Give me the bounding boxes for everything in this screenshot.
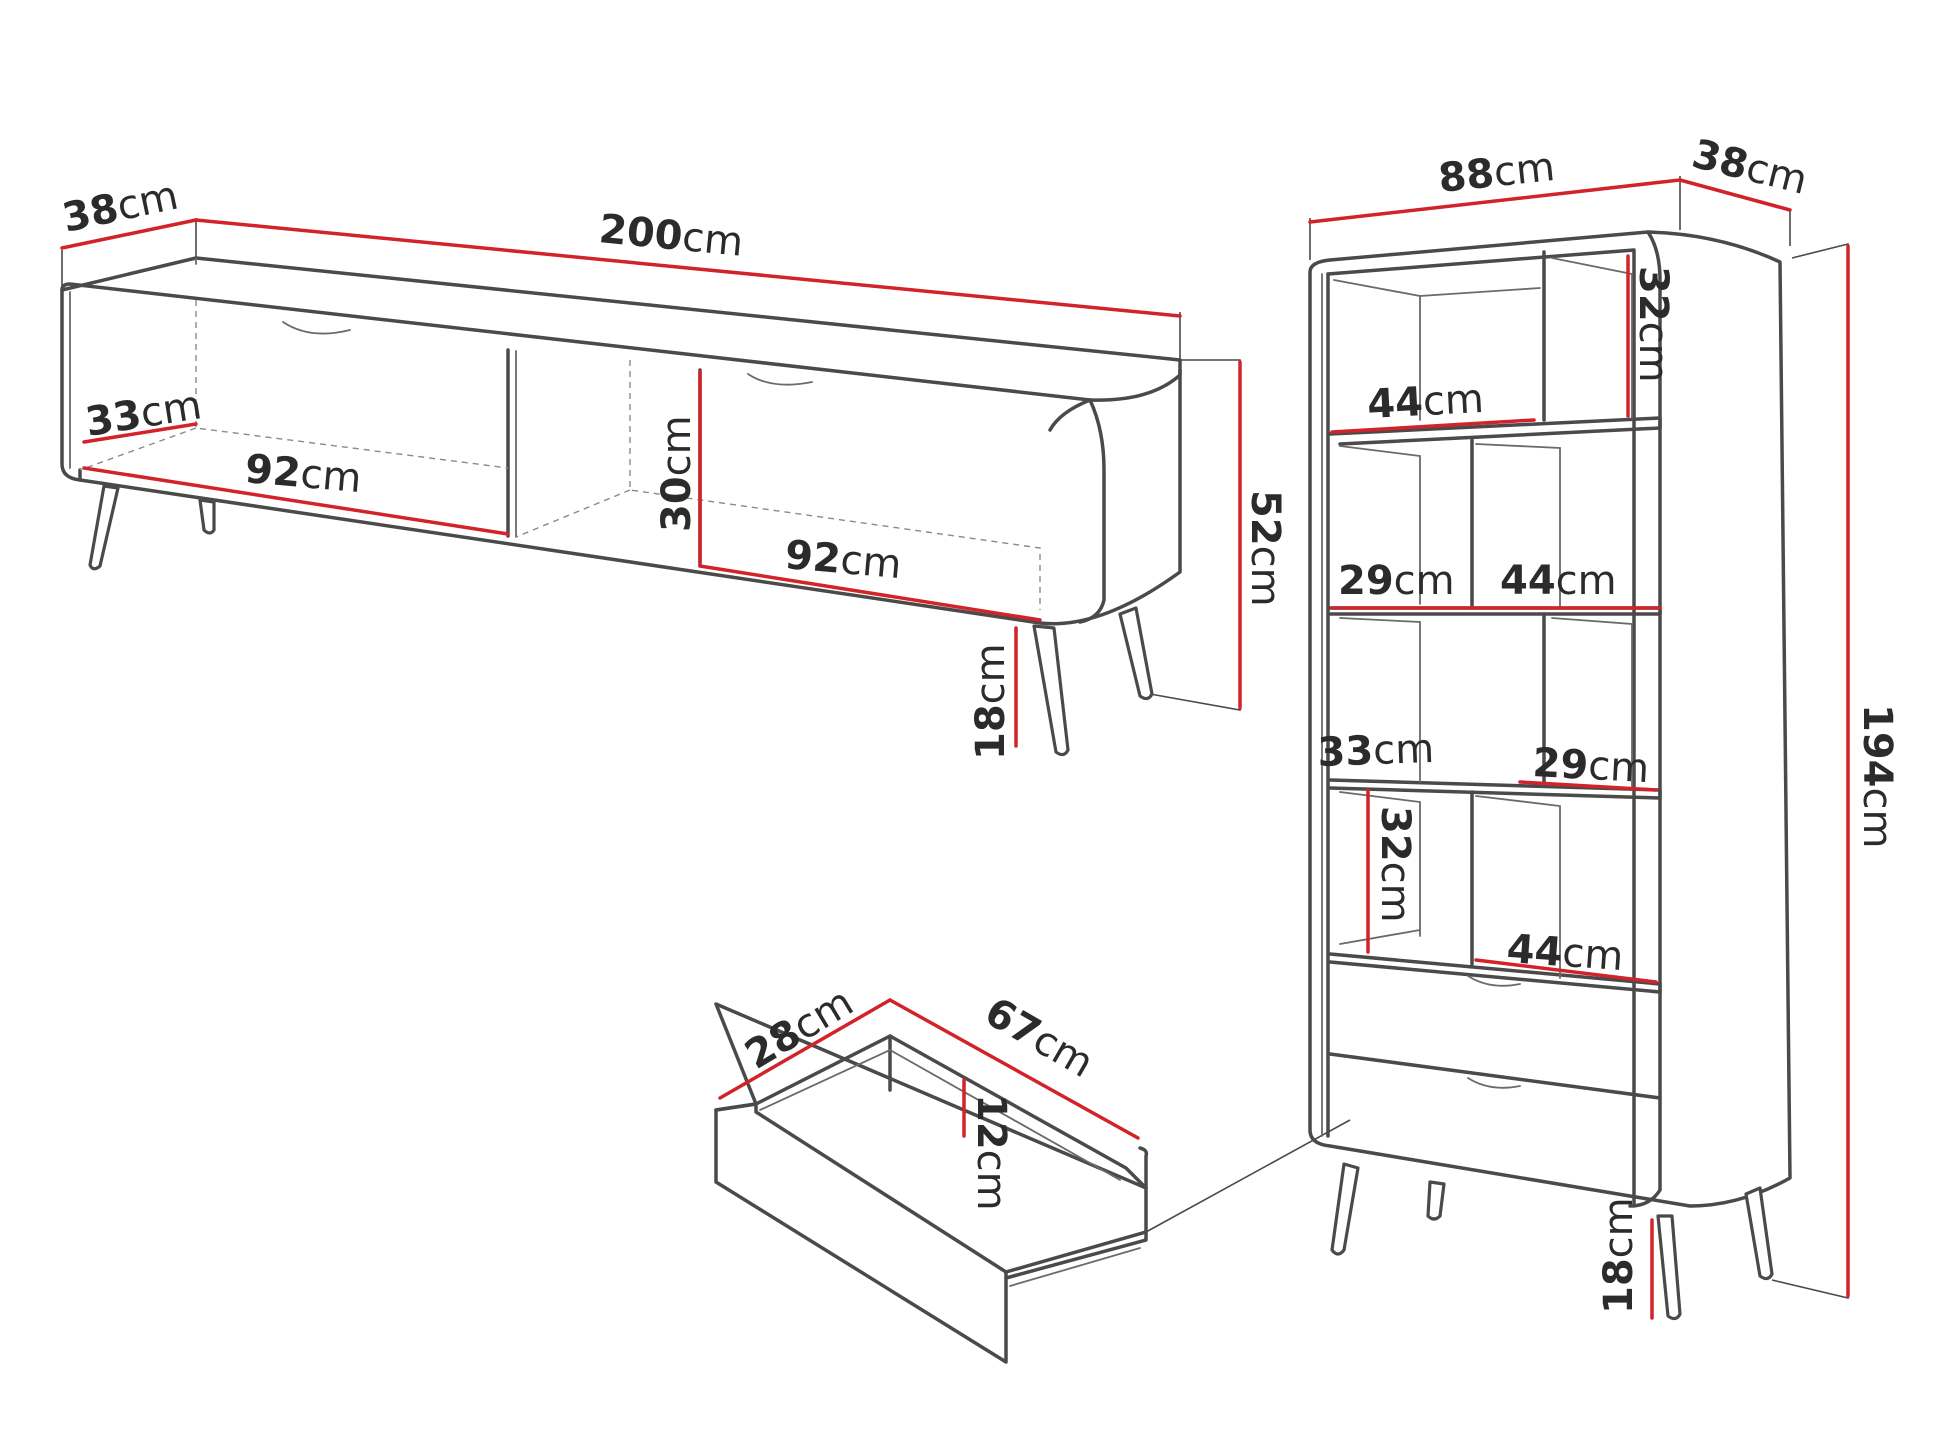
bookcase-drawing (1308, 176, 1849, 1321)
bookcase-height-label: 194cm (1854, 704, 1900, 848)
drawer-dimension-lines (718, 998, 1140, 1140)
tv-depth-line (60, 218, 198, 250)
tv-total-height-label: 52cm (1242, 490, 1288, 607)
bookcase-dimension-lines (1308, 178, 1850, 1320)
tv-left-compartment-label: 92cm (243, 446, 363, 502)
tv-width-line (194, 218, 1182, 318)
bookcase-row3-width-line (1518, 780, 1658, 792)
tv-right-compartment-line (698, 564, 1042, 622)
tv-unit-dimension-lines (60, 218, 1242, 748)
tv-inner-depth-line (82, 422, 198, 444)
bookcase-top-shelf-width-line (1330, 418, 1536, 434)
tv-unit-drawing (60, 218, 1241, 757)
drawer-width-label: 67cm (977, 989, 1101, 1087)
tv-leg-height-label: 18cm (968, 643, 1014, 760)
bookcase-depth-line (1678, 178, 1792, 212)
bookcase-width-line (1308, 178, 1682, 224)
bookcase-row2-right-label: 44cm (1500, 558, 1617, 604)
drawer-height-label: 12cm (968, 1094, 1014, 1211)
bookcase-bottom-shelf-width-label: 44cm (1505, 926, 1625, 980)
bookcase-bottom-shelf-height-label: 32cm (1372, 806, 1418, 923)
bookcase-row2-left-label: 29cm (1338, 558, 1455, 604)
bookcase-bottom-shelf-width-line (1474, 958, 1658, 984)
bookcase-width-label: 88cm (1436, 144, 1557, 202)
tv-width-label: 200cm (597, 206, 745, 266)
drawer-drawing (714, 1002, 1351, 1364)
bookcase-top-shelf-width-label: 44cm (1366, 376, 1485, 428)
bookcase-leg-height-label: 18cm (1596, 1197, 1642, 1314)
drawer-depth-label: 28cm (737, 979, 861, 1079)
bookcase-row3-left-label: 33cm (1317, 726, 1435, 776)
bookcase-top-shelf-height-label: 32cm (1630, 266, 1676, 383)
drawer-depth-line (718, 998, 892, 1100)
bookcase-row3-right-label: 29cm (1531, 740, 1650, 792)
tv-inner-height-label: 30cm (654, 415, 700, 532)
tv-inner-depth-label: 33cm (82, 382, 204, 446)
tv-left-compartment-line (82, 466, 510, 536)
bookcase-depth-label: 38cm (1688, 131, 1812, 204)
tv-right-compartment-label: 92cm (783, 532, 903, 588)
tv-depth-label: 38cm (59, 173, 183, 242)
drawer-width-line (888, 998, 1140, 1140)
